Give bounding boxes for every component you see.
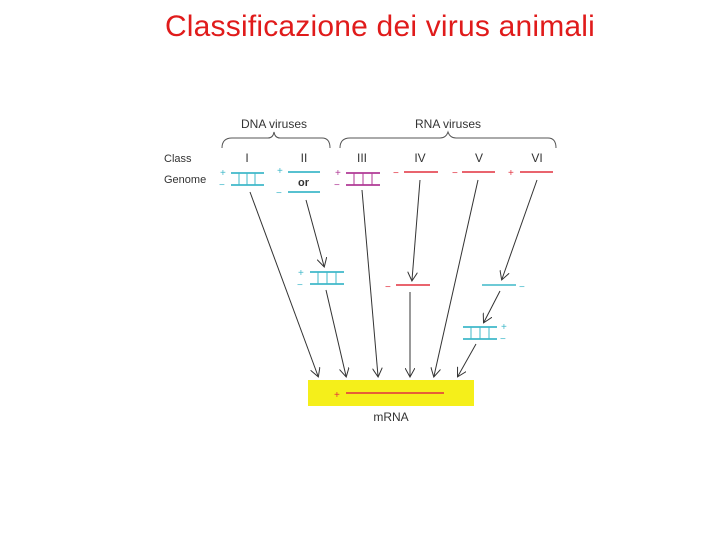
plus-sign: +	[220, 168, 226, 179]
class-i-label: I	[245, 151, 248, 165]
class-v-ssrna-genome: −	[452, 168, 495, 179]
minus-sign: −	[452, 168, 458, 179]
class-vi-label: VI	[531, 151, 542, 165]
plus-sign: +	[501, 322, 507, 333]
mrna-box: +	[308, 380, 474, 406]
minus-sign: −	[334, 180, 340, 191]
rna-brace	[339, 130, 557, 149]
dna-viruses-label: DNA viruses	[241, 117, 307, 131]
minus-sign: −	[276, 188, 282, 199]
class-v-label: V	[475, 151, 483, 165]
plus-sign: +	[298, 268, 304, 279]
minus-sign: −	[219, 180, 225, 191]
minus-sign: −	[519, 282, 525, 293]
plus-sign: +	[508, 168, 514, 179]
class-iv-label: IV	[414, 151, 425, 165]
minus-sign: −	[393, 168, 399, 179]
arrow-class-vi-to-dsdna	[484, 290, 501, 322]
arrow-class-v-to-mrna	[434, 179, 479, 376]
rna-viruses-label: RNA viruses	[415, 117, 481, 131]
or-label: or	[298, 177, 310, 189]
class-ii-dsdna-intermediate: + −	[297, 268, 344, 291]
class-iv-ssrna-genome: −	[393, 168, 438, 179]
plus-sign: +	[334, 390, 340, 401]
page-title: Classificazione dei virus animali	[164, 10, 596, 43]
arrow-class-i-to-mrna	[249, 191, 318, 376]
class-iv-intermediate-strand: −	[385, 282, 430, 293]
class-row-label: Class	[164, 153, 192, 165]
arrows	[249, 179, 538, 376]
plus-sign: +	[277, 166, 283, 177]
class-vi-intermediate-strand: −	[482, 282, 525, 293]
arrow-class-ii-to-dsdna	[305, 199, 324, 266]
minus-sign: −	[297, 280, 303, 291]
arrow-class-iii-to-mrna	[361, 189, 378, 376]
class-iii-dsrna-genome: + −	[334, 168, 380, 191]
arrow-class-vi-to-intermediate	[502, 179, 538, 279]
dna-brace	[221, 131, 331, 149]
genome-row-label: Genome	[164, 174, 206, 186]
mrna-label: mRNA	[373, 410, 408, 424]
plus-sign: +	[335, 168, 341, 179]
minus-sign: −	[385, 282, 391, 293]
minus-sign: −	[500, 334, 506, 345]
arrow-class-vi-dsdna-to-mrna	[458, 343, 477, 376]
class-i-dsdna-genome: + −	[219, 168, 264, 191]
class-ii-ssdna-genome: + or −	[276, 166, 320, 199]
class-ii-label: II	[301, 151, 308, 165]
class-vi-dsdna-intermediate: + −	[463, 322, 507, 345]
arrow-class-ii-dsdna-to-mrna	[325, 289, 346, 376]
arrow-class-iv-to-intermediate	[412, 179, 421, 280]
class-vi-ssrna-genome: +	[508, 168, 553, 179]
class-iii-label: III	[357, 151, 367, 165]
